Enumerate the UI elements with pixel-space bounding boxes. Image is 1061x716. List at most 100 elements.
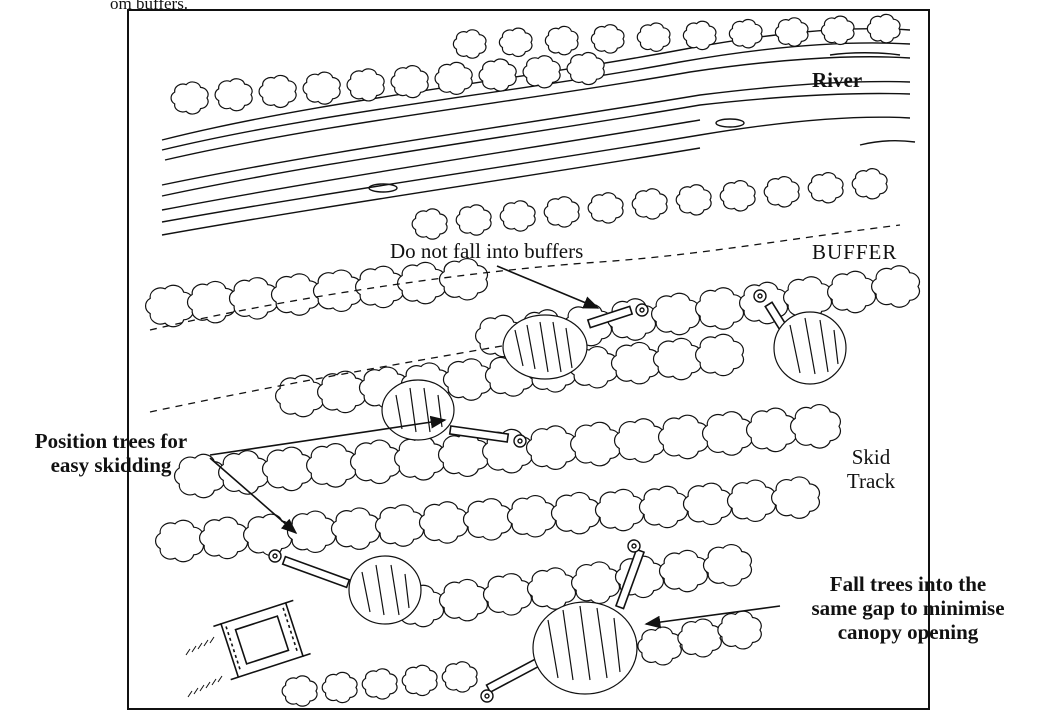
tree-canopy-icon (696, 334, 744, 375)
tree-canopy-icon (591, 25, 624, 53)
tree-canopy-icon (463, 499, 511, 540)
tree-canopy-icon (872, 266, 920, 307)
tree-canopy-icon (443, 359, 491, 400)
tree-canopy-icon (156, 520, 204, 561)
tree-canopy-icon (229, 278, 277, 319)
arrow-icon (497, 266, 598, 308)
tree-canopy-icon (683, 483, 731, 524)
tree-canopy-icon (764, 177, 799, 207)
tree-canopy-icon (499, 28, 532, 56)
fall-trees-label: Fall trees into the same gap to minimise… (755, 572, 1061, 644)
tree-canopy-icon (402, 665, 437, 695)
fall-trees-line-3: canopy opening (755, 620, 1061, 644)
tree-canopy-icon (527, 426, 577, 469)
tree-canopy-icon (703, 545, 751, 586)
tree-canopy-icon (595, 489, 643, 530)
tree-canopy-icon (356, 266, 404, 307)
tree-canopy-icon (678, 619, 721, 657)
tree-canopy-icon (307, 444, 357, 487)
tree-canopy-icon (747, 408, 797, 451)
tree-canopy-icon (412, 209, 447, 239)
tree-canopy-icon (276, 375, 324, 416)
tree-canopy-icon (567, 53, 604, 85)
skidder-machine-icon (213, 600, 310, 679)
tree-canopy-icon (572, 562, 620, 603)
caption-fragment: om buffers. (110, 0, 188, 14)
tree-canopy-icon (852, 169, 887, 199)
skid-track-marks (186, 637, 222, 697)
tree-canopy-icon (347, 69, 384, 101)
tree-canopy-icon (527, 568, 575, 609)
tree-canopy-icon (483, 574, 531, 615)
tree-canopy-icon (507, 496, 555, 537)
felled-log-icon (487, 658, 542, 692)
tree-canopy-icon (398, 262, 446, 303)
skid-track-line-2: Track (836, 469, 906, 493)
tree-canopy-icon (313, 270, 361, 311)
tree-canopy-icon (271, 274, 319, 315)
tree-canopy-icon (638, 627, 681, 665)
tree-canopy-icon (263, 447, 313, 490)
tree-canopy-icon (772, 477, 820, 518)
tree-canopy-icon (500, 201, 535, 231)
tree-canopy-icon (362, 669, 397, 699)
tree-canopy-icon (676, 185, 711, 215)
tree-canopy-icon (439, 259, 487, 300)
tree-canopy-icon (318, 371, 366, 412)
tree-canopy-icon (652, 293, 700, 334)
tree-canopy-icon (791, 405, 841, 448)
tree-canopy-icon (632, 189, 667, 219)
tree-canopy-icon (571, 422, 621, 465)
tree-canopy-icon (808, 173, 843, 203)
tree-canopy-icon (146, 285, 194, 326)
tree-canopy-icon (720, 181, 755, 211)
tree-canopy-icon (395, 437, 445, 480)
tree-canopy-icon (653, 338, 701, 379)
tree-canopy-icon (215, 79, 252, 111)
tree-canopy-icon (639, 486, 687, 527)
tree-canopy-icon (419, 502, 467, 543)
tree-canopy-icon (435, 62, 472, 94)
tree-canopy-icon (727, 480, 775, 521)
fall-trees-line-2: same gap to minimise (755, 596, 1061, 620)
buffer-label: BUFFER (812, 240, 897, 264)
tree-canopy-icon (322, 672, 357, 702)
tree-canopy-icon (615, 419, 665, 462)
tree-canopy-icon (282, 676, 317, 706)
tree-canopy-icon (696, 288, 744, 329)
tree-canopy-icon (200, 517, 248, 558)
tree-canopy-icon (551, 492, 599, 533)
fall-trees-line-1: Fall trees into the (755, 572, 1061, 596)
tree-canopy-icon (391, 66, 428, 98)
tree-canopy-icon (442, 662, 477, 692)
tree-canopy-icon (259, 75, 296, 107)
tree-canopy-icon (659, 550, 707, 591)
do-not-fall-label: Do not fall into buffers (390, 239, 583, 263)
tree-canopy-icon (821, 16, 854, 44)
position-trees-label: Position trees for easy skidding (6, 429, 216, 477)
tree-canopy-icon (303, 72, 340, 104)
tree-canopy-icon (453, 30, 486, 58)
position-trees-line-1: Position trees for (6, 429, 216, 453)
tree-canopy-icon (439, 579, 487, 620)
tree-canopy-icon (331, 508, 379, 549)
tree-canopy-icon (775, 18, 808, 46)
skid-track-line-1: Skid (836, 445, 906, 469)
tree-canopy-icon (351, 440, 401, 483)
tree-canopy-icon (637, 23, 670, 51)
tree-canopy-icon (544, 197, 579, 227)
tree-canopy-icon (187, 281, 235, 322)
tree-canopy-icon (659, 415, 709, 458)
position-trees-line-2: easy skidding (6, 453, 216, 477)
tree-canopy-icon (545, 26, 578, 54)
tree-canopy-icon (683, 21, 716, 49)
tree-canopy-icon (611, 342, 659, 383)
tree-canopy-icon (244, 514, 292, 555)
tree-canopy-icon (828, 271, 876, 312)
tree-canopy-icon (588, 193, 623, 223)
tree-canopy-icon (867, 14, 900, 42)
felled-log-icon (283, 557, 350, 588)
tree-canopy-icon (479, 59, 516, 91)
skid-track-label: Skid Track (836, 445, 906, 493)
